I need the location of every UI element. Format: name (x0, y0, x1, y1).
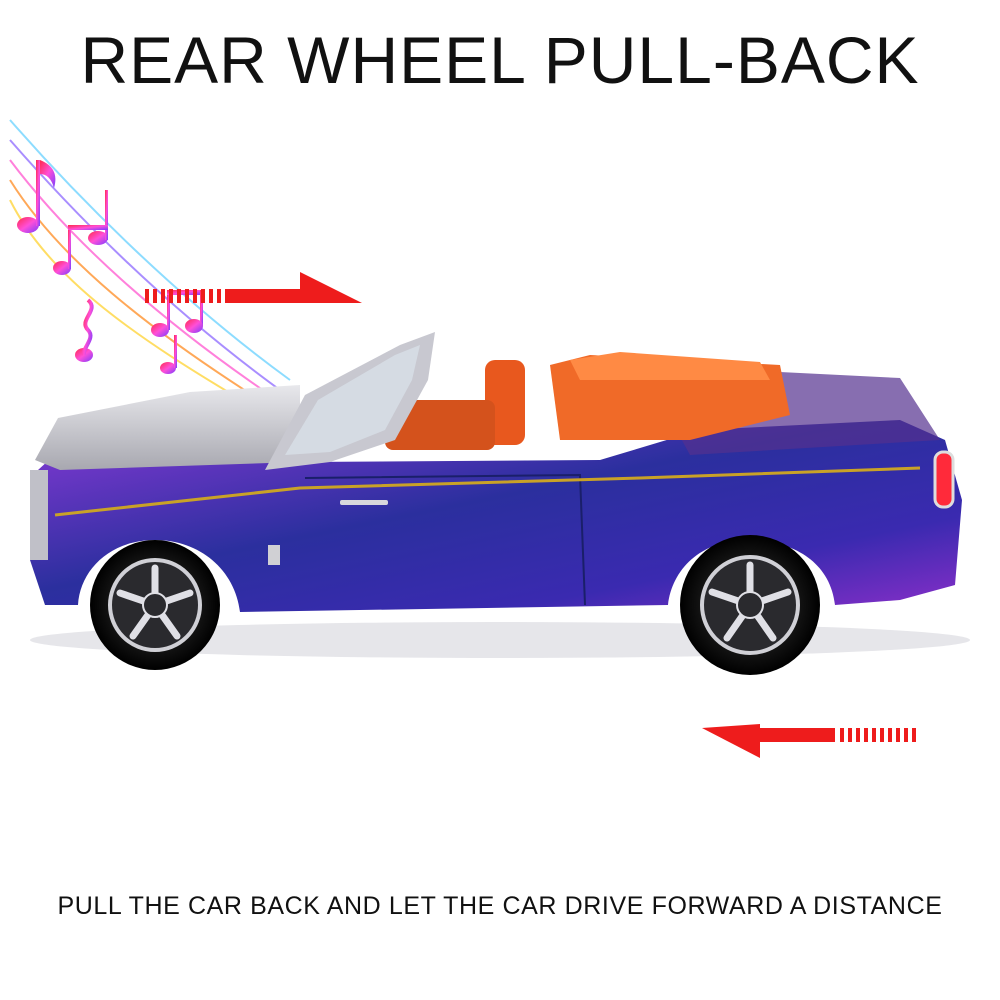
page-title: REAR WHEEL PULL-BACK (80, 23, 920, 97)
convertible-car-image (30, 332, 970, 675)
arrow-right-icon (145, 272, 362, 303)
music-notes-icon (9, 119, 291, 406)
arrow-left-icon (702, 724, 916, 758)
caption-text: PULL THE CAR BACK AND LET THE CAR DRIVE … (57, 892, 943, 920)
